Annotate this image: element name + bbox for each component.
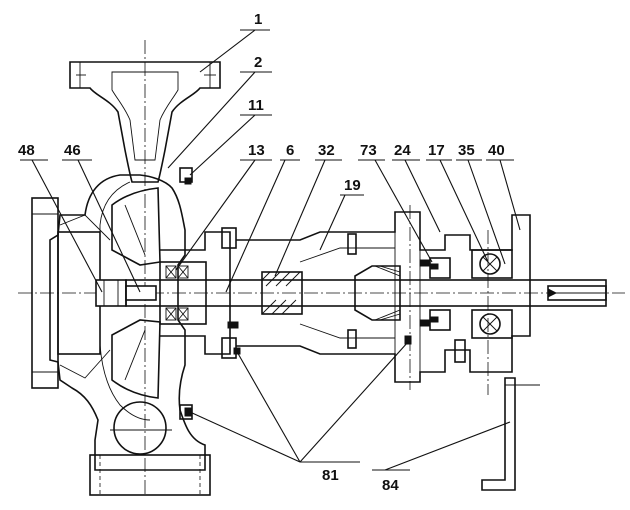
volute-lower-lug	[179, 404, 193, 420]
impeller-vane-1	[124, 204, 146, 256]
oil-drain	[347, 329, 357, 349]
callout-17: 17	[428, 142, 445, 159]
callout-2: 2	[254, 54, 262, 71]
callout-6: 6	[286, 142, 294, 159]
leader-24	[404, 159, 441, 233]
sleeve-hatching	[261, 271, 301, 315]
support-foot	[481, 377, 540, 491]
callout-19: 19	[344, 177, 361, 194]
callout-84: 84	[382, 477, 399, 494]
key-arrow	[547, 288, 558, 298]
callout-35: 35	[458, 142, 475, 159]
lip-seal-lower	[429, 316, 439, 323]
leader-46	[77, 159, 141, 293]
leader-73	[374, 159, 433, 263]
leader-40	[499, 159, 521, 231]
leader-lines	[20, 29, 521, 471]
leader-35	[467, 159, 506, 265]
callout-24: 24	[394, 142, 411, 159]
bracket-inner-lower	[299, 323, 395, 339]
support-bracket	[481, 377, 516, 491]
leader-2	[167, 71, 256, 169]
o-ring-cover-lower	[227, 321, 239, 329]
impeller-nut	[95, 279, 127, 307]
leader-17	[439, 159, 489, 263]
leader-13	[175, 159, 256, 271]
gasket-bracket	[404, 335, 412, 345]
leader-32	[274, 159, 326, 277]
bearing-outer-upper	[471, 249, 513, 279]
volute-inner-lower	[99, 344, 151, 421]
impeller-key	[125, 285, 157, 301]
discharge-flange-outline	[69, 61, 221, 183]
ball-lower	[479, 313, 501, 335]
discharge-nozzle	[69, 61, 221, 183]
leader-48	[31, 159, 103, 293]
volute-lower-passage	[113, 401, 167, 455]
lip-seal-upper	[429, 263, 439, 270]
oil-seal-lower	[419, 319, 431, 327]
bearing-spacer	[354, 265, 401, 321]
bracket-outer-wall	[236, 211, 531, 383]
leader-1	[199, 29, 256, 73]
cover-hub	[160, 231, 231, 355]
oil-seal-upper	[419, 259, 431, 267]
leader-81-b	[235, 349, 301, 463]
gasket-upper	[184, 177, 192, 185]
bracket-inner-upper	[299, 247, 395, 263]
impeller-upper-shroud	[111, 187, 161, 266]
ball-lower-mark2	[482, 316, 498, 332]
callout-46: 46	[64, 142, 81, 159]
casing-foot	[89, 454, 211, 496]
volute-casing	[49, 167, 211, 496]
callout-13: 13	[248, 142, 265, 159]
callout-1: 1	[254, 11, 262, 28]
spacer-hatch	[374, 265, 401, 321]
stuffing-box	[159, 261, 207, 325]
callout-73: 73	[360, 142, 377, 159]
centerlines	[18, 40, 625, 495]
shaft-assembly	[125, 265, 607, 321]
impeller-lower-shroud	[111, 319, 161, 399]
leader-84	[384, 421, 511, 471]
suction-passage-upper	[59, 214, 111, 241]
ball-upper-mark2	[482, 256, 498, 272]
impeller-vane-2	[124, 329, 146, 381]
leader-81-c	[299, 341, 409, 463]
bracket-vent	[454, 339, 466, 363]
callout-11: 11	[248, 97, 264, 114]
leader-81-a	[189, 411, 301, 463]
leader-11	[189, 114, 256, 176]
discharge-bore	[111, 71, 179, 161]
casing-cover	[159, 227, 237, 359]
leader-6	[225, 159, 286, 293]
oil-plug-upper	[347, 233, 357, 255]
bearing-bracket	[236, 211, 531, 383]
callout-81: 81	[322, 467, 339, 484]
suction-passage-lower	[59, 349, 111, 379]
impeller	[95, 187, 161, 399]
bearing-outer-lower	[471, 309, 513, 339]
bearings	[429, 249, 513, 339]
cover-bolt-upper	[221, 227, 237, 249]
leader-19	[319, 194, 346, 251]
callout-32: 32	[318, 142, 335, 159]
callout-48: 48	[18, 142, 35, 159]
ball-upper	[479, 253, 501, 275]
callout-40: 40	[488, 142, 505, 159]
packing-rings	[165, 265, 189, 321]
volute-inner-upper	[99, 181, 131, 245]
callout-labels: 1 2 11 48 46 13 6 32 73 24 17 35 40 19 8…	[18, 11, 505, 494]
